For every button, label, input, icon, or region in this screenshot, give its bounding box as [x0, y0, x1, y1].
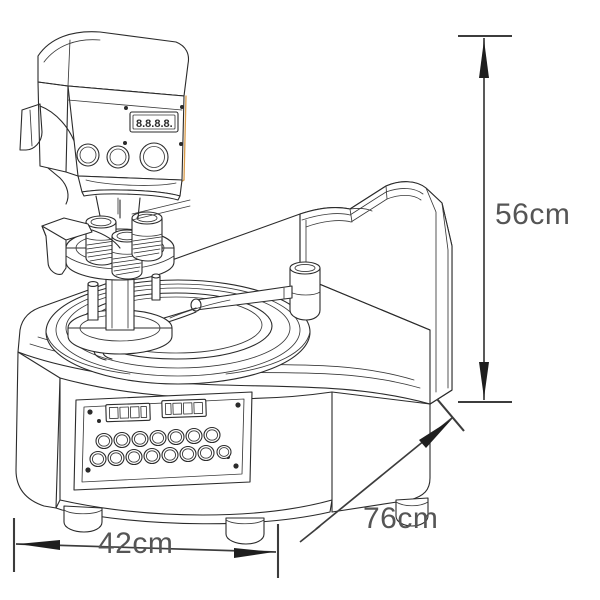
arrow-left-icon	[18, 540, 60, 550]
water-nozzle-arm	[93, 261, 321, 361]
specimen-sample	[85, 215, 117, 266]
panel-button[interactable]	[131, 430, 149, 448]
panel-button[interactable]	[125, 448, 143, 466]
head-unit: 8.8.8.8.	[37, 31, 190, 219]
panel-button[interactable]	[107, 449, 125, 467]
arrow-right-icon	[234, 548, 274, 558]
panel-button[interactable]	[149, 429, 167, 447]
panel-button[interactable]	[89, 450, 107, 468]
rear-housing	[299, 181, 453, 405]
adjustment-levers	[19, 103, 121, 275]
extension-tick-depth	[436, 398, 465, 432]
arrow-down-icon	[479, 362, 489, 398]
control-panel	[73, 391, 253, 491]
panel-button[interactable]	[197, 444, 215, 462]
panel-screw	[85, 402, 241, 473]
panel-button-row-top	[95, 426, 221, 450]
dimension-label-width: 42cm	[98, 527, 174, 560]
panel-button[interactable]	[113, 431, 131, 449]
dimension-depth	[299, 398, 465, 543]
arrow-up-icon	[479, 40, 489, 78]
dimension-label-depth: 76cm	[363, 502, 439, 535]
panel-button[interactable]	[185, 427, 203, 445]
panel-button[interactable]	[95, 432, 113, 450]
dimension-width	[12, 518, 280, 578]
panel-segment-display	[161, 398, 207, 419]
dimension-label-height: 56cm	[495, 198, 571, 231]
head-display-value: 8.8.8.8.	[136, 118, 173, 130]
head-knob[interactable]	[106, 145, 130, 169]
panel-segment-display	[105, 402, 151, 423]
panel-button-row-bottom	[89, 444, 232, 468]
machine-feet	[63, 497, 429, 545]
panel-button[interactable]	[167, 428, 185, 446]
panel-button[interactable]	[143, 447, 161, 465]
panel-button[interactable]	[161, 446, 179, 464]
panel-button[interactable]	[203, 426, 221, 444]
head-knob[interactable]	[76, 143, 100, 167]
head-knob[interactable]	[139, 142, 169, 172]
dimension-height	[458, 34, 512, 404]
panel-button[interactable]	[179, 445, 197, 463]
arrow-diagonal-icon	[419, 419, 452, 448]
panel-button[interactable]	[216, 444, 232, 460]
head-digital-display: 8.8.8.8.	[123, 105, 184, 146]
